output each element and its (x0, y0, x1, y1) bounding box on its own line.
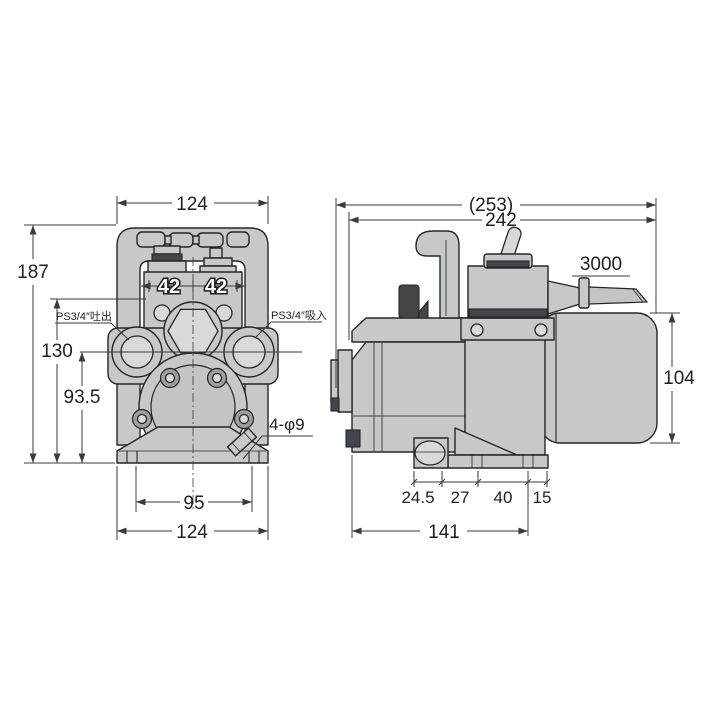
dim-flange-height: 130 (41, 298, 146, 463)
front-view: 124 187 130 93.5 42 (17, 194, 327, 543)
discharge-port-callout: PS3/4″吐出 (55, 309, 130, 341)
dim-port-center-height-value: 93.5 (64, 387, 101, 408)
suction-port-label: PS3/4″吸入 (271, 310, 327, 322)
dim-foot-seg4-value: 15 (533, 488, 552, 507)
mount-holes-label: 4-φ9 (269, 415, 305, 434)
base-foot-notches (126, 451, 260, 463)
clamp-knob (398, 284, 420, 319)
dim-port-pitch: 42 42 (141, 275, 245, 300)
suction-port-callout: PS3/4″吸入 (255, 310, 327, 338)
dim-body-length-value: 242 (485, 210, 517, 231)
pump-base (116, 426, 269, 464)
discharge-port-label: PS3/4″吐出 (56, 309, 112, 323)
dim-flange-height-value: 130 (41, 341, 73, 362)
shaft-key (330, 397, 340, 412)
side-view: (253) 242 3000 104 (330, 195, 695, 543)
dim-motor-height: 104 (650, 312, 695, 444)
drain-cap (414, 440, 446, 466)
carry-handle-side (415, 230, 460, 319)
dim-base-length-value: 141 (428, 522, 460, 543)
shaft-end (330, 359, 339, 403)
dim-cable-length: 3000 (572, 254, 630, 277)
dim-overall-height-value: 187 (17, 262, 49, 283)
motor-housing (539, 312, 658, 444)
bearing-cover (337, 349, 353, 413)
toggle-switch (483, 226, 533, 269)
discharge-stub (147, 245, 187, 274)
cable-cut-line (631, 287, 644, 303)
dim-top-width-value: 124 (176, 194, 208, 215)
switch-box-band (468, 308, 548, 318)
dim-foot-hole-pitch-value: 95 (183, 493, 204, 514)
dim-base-length: 141 (351, 455, 528, 543)
dim-foot-chain: 24.5 27 40 15 (401, 471, 551, 536)
dim-port-center-height: 93.5 (64, 352, 101, 463)
cable-gland-ring (578, 277, 590, 309)
dim-foot-seg2-value: 27 (451, 488, 470, 507)
suction-stub (199, 247, 237, 277)
box-screw-left (470, 323, 484, 337)
dim-cable-length-value: 3000 (580, 254, 622, 275)
lower-bolt-block (345, 429, 361, 448)
handle-bracket (351, 317, 471, 343)
motor-bracket (464, 337, 546, 456)
power-cable (588, 286, 649, 305)
dim-top-width: 124 (116, 194, 269, 224)
dim-overall-length: (253) (335, 195, 657, 388)
mount-holes-callout: 4-φ9 (242, 415, 313, 460)
handle-grip-pads (136, 231, 250, 248)
dim-foot-seg3-value: 40 (494, 488, 513, 507)
dim-body-length: 242 (348, 210, 656, 340)
dim-motor-height-value: 104 (663, 368, 695, 389)
dim-base-width-value: 124 (176, 522, 208, 543)
pump-body-side (351, 341, 467, 453)
dim-overall-length-value: (253) (469, 195, 513, 216)
dim-port-pitch-right-value: 42 (205, 276, 227, 298)
dim-overall-height: 187 (17, 224, 116, 464)
drain-plug (226, 427, 258, 457)
dim-port-pitch-left-value: 42 (158, 276, 180, 298)
box-screw-right (534, 323, 548, 337)
cable-gland-cone (547, 280, 581, 315)
dim-base-width: 124 (116, 466, 269, 543)
dim-foot-hole-pitch: 95 (135, 466, 253, 514)
dim-foot-seg1-value: 24.5 (401, 488, 434, 507)
